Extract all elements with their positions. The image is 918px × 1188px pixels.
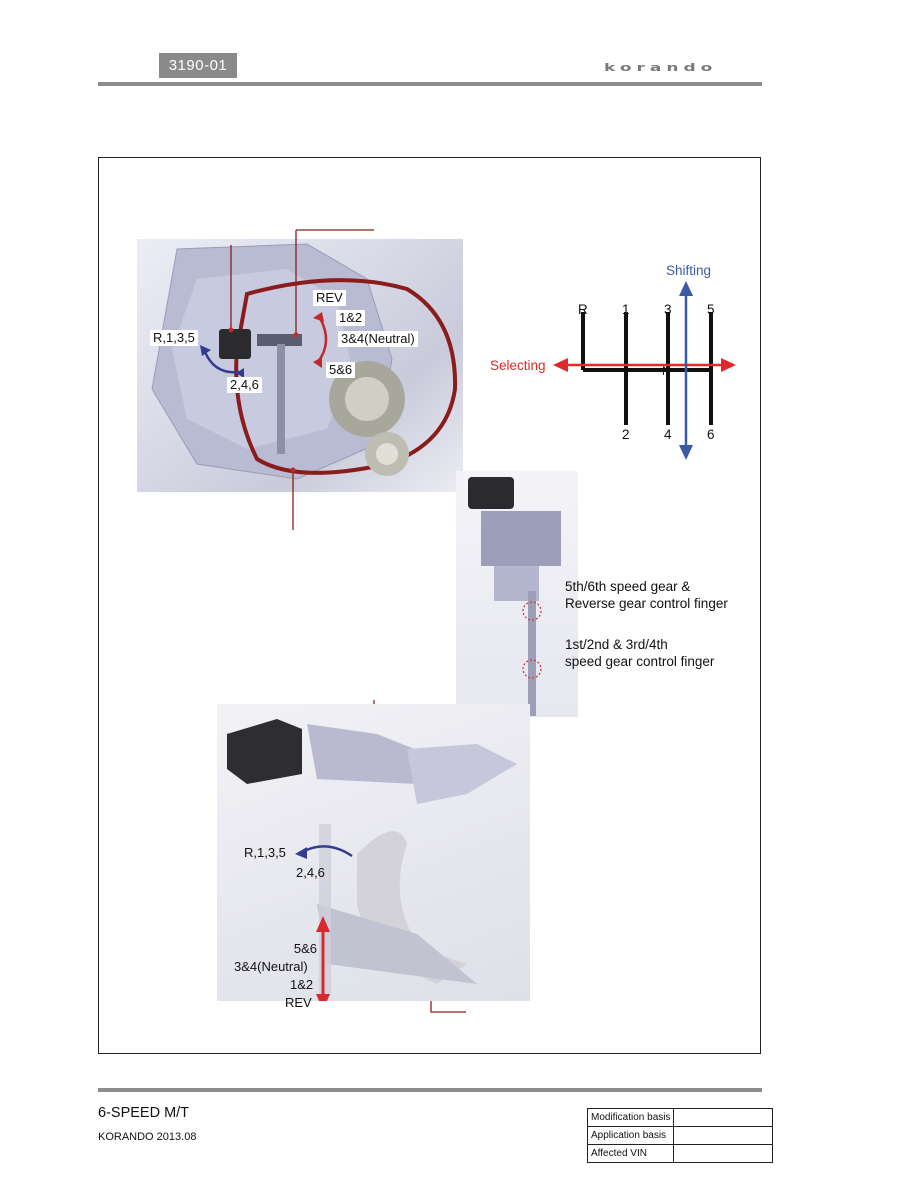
forks-label-5-6: 5&6 (293, 941, 317, 956)
gate-top-r: R (578, 302, 588, 317)
forks-label-1-2: 1&2 (290, 977, 314, 992)
gearbox-label-1-2: 1&2 (336, 310, 366, 326)
shift-pattern-diagram (553, 281, 736, 460)
footer-subtitle: KORANDO 2013.08 (98, 1131, 197, 1143)
gate-bottom-2: 2 (622, 427, 630, 442)
forks-label-rev: REV (285, 995, 312, 1010)
gearbox-label-5-6: 5&6 (326, 362, 356, 378)
shift-forks-drawing (227, 719, 517, 1001)
gearbox-label-select-246: 2,4,6 (227, 377, 262, 393)
basis-row-vin: Affected VIN (586, 1144, 774, 1163)
shift-shaft-illustration (456, 471, 578, 717)
control-finger-note-1-4-line2: speed gear control finger (565, 654, 715, 669)
basis-key: Affected VIN (586, 1144, 675, 1163)
gate-bottom-4: 4 (664, 427, 672, 442)
control-finger-note-5-6-rev-line2: Reverse gear control finger (565, 596, 728, 611)
basis-row-modification: Modification basis (586, 1108, 774, 1127)
brand-logo: korando (604, 62, 718, 74)
control-finger-note-5-6-rev: 5th/6th speed gear & Reverse gear contro… (565, 578, 728, 612)
forks-label-select-r135: R,1,3,5 (244, 845, 286, 860)
shift-forks-illustration (217, 704, 530, 1001)
forks-label-3-4-neutral: 3&4(Neutral) (234, 959, 308, 974)
basis-key: Modification basis (586, 1108, 675, 1127)
gearbox-label-select-r135: R,1,3,5 (150, 330, 198, 346)
basis-table: Modification basis Application basis Aff… (586, 1108, 774, 1163)
selecting-label: Selecting (490, 358, 546, 373)
figure-frame (98, 157, 761, 1054)
forks-label-select-246: 2,4,6 (296, 865, 325, 880)
gate-top-1: 1 (622, 302, 630, 317)
shifting-label: Shifting (666, 263, 712, 278)
footer-rule (98, 1088, 762, 1092)
basis-row-application: Application basis (586, 1126, 774, 1145)
gate-top-3: 3 (664, 302, 672, 317)
control-finger-note-1-4-line1: 1st/2nd & 3rd/4th (565, 637, 668, 652)
basis-value (673, 1126, 774, 1145)
basis-value (673, 1108, 774, 1127)
gearbox-label-rev: REV (313, 290, 346, 306)
page-code-badge: 3190-01 (159, 53, 237, 78)
header-rule (98, 82, 762, 86)
gate-bottom-6: 6 (707, 427, 715, 442)
control-finger-note-5-6-rev-line1: 5th/6th speed gear & (565, 579, 691, 594)
footer-title: 6-SPEED M/T (98, 1105, 190, 1121)
shift-shaft-drawing (468, 477, 561, 716)
control-finger-note-1-4: 1st/2nd & 3rd/4th speed gear control fin… (565, 636, 714, 670)
gearbox-label-3-4-neutral: 3&4(Neutral) (338, 331, 418, 347)
neutral-label: N (662, 364, 671, 378)
basis-key: Application basis (586, 1126, 675, 1145)
gate-top-5: 5 (707, 302, 715, 317)
basis-value (673, 1144, 774, 1163)
